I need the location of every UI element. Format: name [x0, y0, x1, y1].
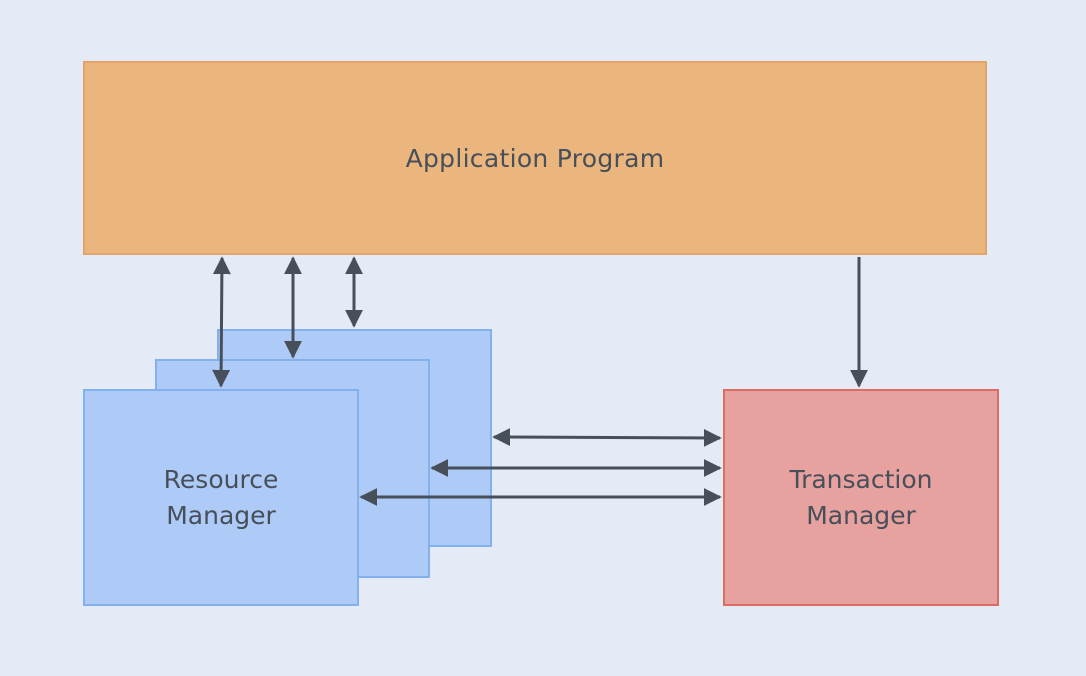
- resource-manager-label: Resource Manager: [163, 464, 279, 530]
- transaction-manager-box: Transaction Manager: [723, 389, 999, 606]
- rm-back-tm-arrow: [492, 428, 722, 447]
- transaction-manager-label: Transaction Manager: [789, 464, 933, 530]
- resource-manager-box-front: Resource Manager: [83, 389, 359, 606]
- application-program-box: Application Program: [83, 61, 987, 255]
- application-program-label: Application Program: [405, 143, 665, 173]
